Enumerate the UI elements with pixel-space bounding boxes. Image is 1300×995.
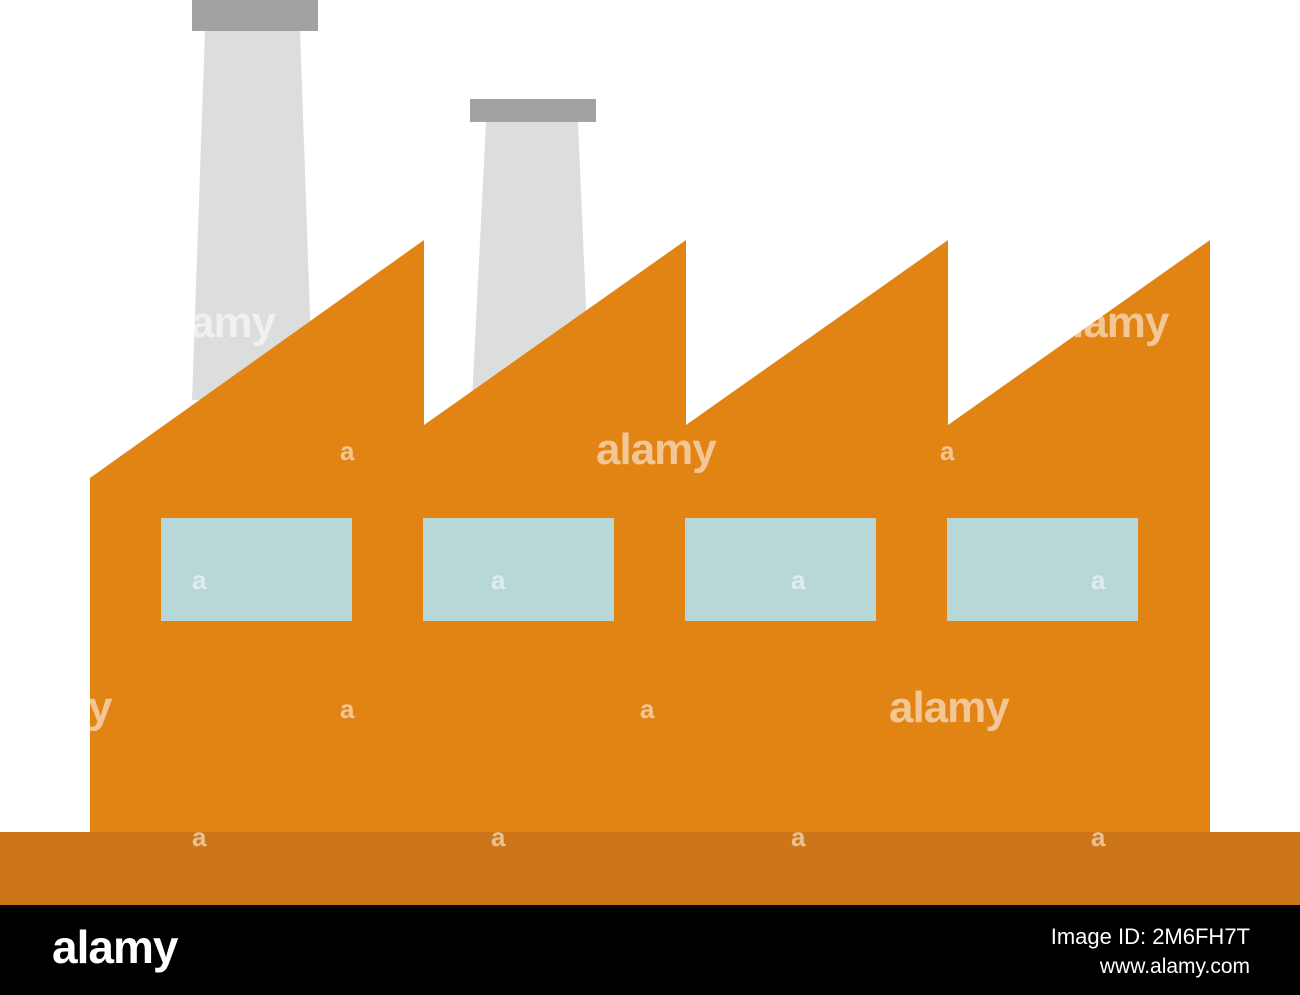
- factory-window: [161, 518, 352, 621]
- footer-image-info: Image ID: 2M6FH7T www.alamy.com: [1051, 926, 1250, 978]
- footer-bar: [0, 905, 1300, 995]
- ground: [0, 832, 1300, 905]
- image-id: Image ID: 2M6FH7T: [1050, 924, 1250, 949]
- footer-logo: alamy: [52, 921, 178, 973]
- factory-window: [423, 518, 614, 621]
- factory-window: [685, 518, 876, 621]
- chimney-right-cap: [470, 99, 596, 122]
- chimney-left: [192, 30, 313, 400]
- factory-building: [90, 240, 1210, 833]
- chimney-left-cap: [192, 0, 318, 31]
- factory-icon: [0, 0, 1300, 905]
- site-url: www.alamy.com: [1099, 955, 1250, 978]
- factory-window: [947, 518, 1138, 621]
